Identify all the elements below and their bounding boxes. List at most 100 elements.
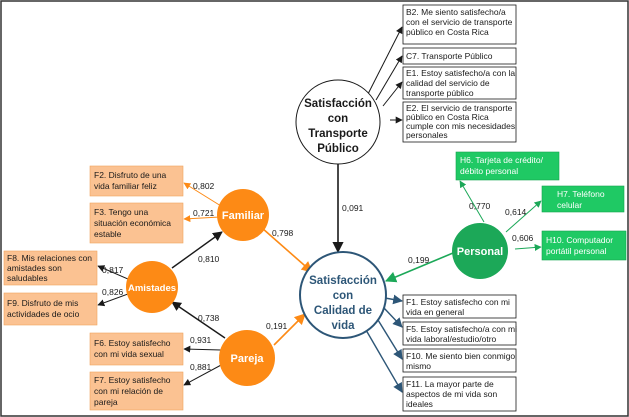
indicator-text: E2. El servicio de transporte [406, 103, 513, 113]
node-pareja: Pareja [219, 330, 275, 386]
svg-text:Satisfacción: Satisfacción [304, 98, 372, 110]
svg-text:personales: personales [406, 130, 448, 140]
svg-text:Amistades: Amistades [128, 283, 176, 294]
indicator-box-f10: F10. Me siento bien conmigo mismo [402, 348, 517, 373]
svg-text:público en Costa Rica: público en Costa Rica [406, 112, 489, 122]
indicator-box-f2: F2. Disfruto de una vida familiar feliz [89, 165, 184, 197]
loading-h7: 0,614 [505, 207, 527, 217]
indicator-box-b2: B2. Me siento satisfecho/a con el servic… [402, 4, 517, 45]
indicator-box-f6: F6. Estoy satisfecho con mi vida sexual [89, 332, 184, 366]
loading-h6: 0,770 [469, 201, 491, 211]
indicator-box-f1: F1. Estoy satisfecho con mi vida en gene… [402, 294, 517, 319]
svg-text:con: con [328, 113, 348, 125]
indicator-text: F3. Tengo una [94, 207, 148, 217]
node-personal: Personal [452, 223, 508, 279]
edge-pareja-amistades [171, 301, 226, 339]
loading-f3: 0,721 [193, 208, 215, 218]
indicator-box-f8: F8. Mis relaciones con amistades son sal… [3, 250, 98, 286]
svg-text:H10. Computador: H10. Computador [546, 235, 613, 245]
svg-text:Transporte: Transporte [308, 128, 367, 140]
edge-calidad-f5 [383, 307, 403, 328]
edge-personal-h6 [459, 180, 485, 223]
svg-text:Satisfacción: Satisfacción [309, 275, 377, 287]
node-label: Satisfacción [309, 275, 377, 287]
svg-text:saludables: saludables [7, 273, 48, 283]
indicator-text: aspectos de mi vida son [406, 389, 497, 399]
familiar-indicators: F2. Disfruto de una vida familiar feliz … [89, 165, 184, 244]
svg-text:vida familiar feliz: vida familiar feliz [94, 181, 157, 191]
indicator-text: saludables [7, 273, 48, 283]
svg-text:F3. Tengo una: F3. Tengo una [94, 207, 148, 217]
svg-text:H6. Tarjeta de crédito/: H6. Tarjeta de crédito/ [460, 155, 544, 165]
edge-calidad-f11 [365, 329, 403, 393]
indicator-box-h7: H7. Teléfono celular [541, 185, 625, 213]
edge-pareja-f6 [183, 345, 222, 353]
node-label: Público [317, 143, 359, 155]
edge-familiar-f3 [183, 215, 221, 223]
svg-text:portátil personal: portátil personal [546, 246, 607, 256]
svg-text:público en Costa Rica: público en Costa Rica [406, 27, 489, 37]
svg-text:con mi vida sexual: con mi vida sexual [94, 349, 164, 359]
node-label: con [328, 113, 348, 125]
indicator-text: F6. Estoy satisfecho [94, 338, 171, 348]
svg-text:ideales: ideales [406, 399, 433, 409]
indicator-text: débito personal [460, 166, 518, 176]
svg-text:vida laboral/estudio/otro: vida laboral/estudio/otro [406, 334, 497, 344]
svg-text:F8. Mis relaciones con: F8. Mis relaciones con [7, 253, 92, 263]
indicator-box-c7: C7. Transporte Público [402, 47, 517, 65]
svg-text:F10. Me siento bien conmigo: F10. Me siento bien conmigo [406, 351, 515, 361]
node-label: Satisfacción [304, 98, 372, 110]
node-calidad: Satisfacción con Calidad de vida [299, 251, 387, 339]
svg-text:F5. Estoy satisfecho/a con mi: F5. Estoy satisfecho/a con mi [406, 324, 517, 334]
svg-text:Personal: Personal [457, 246, 503, 258]
svg-text:E2. El servicio de transporte: E2. El servicio de transporte [406, 103, 513, 113]
indicator-text: situación económica [94, 218, 171, 228]
indicator-text: H6. Tarjeta de crédito/ [460, 155, 544, 165]
indicator-text: F9. Disfruto de mis [7, 298, 78, 308]
edge-transporte-e1 [382, 81, 403, 107]
edge-amistades-f8 [97, 265, 129, 280]
indicator-text: personales [406, 130, 448, 140]
svg-text:C7. Transporte Público: C7. Transporte Público [406, 51, 493, 61]
indicator-box-f7: F7. Estoy satisfecho con mi relación de … [89, 371, 184, 411]
indicator-text: con el servicio de transporte [406, 17, 513, 27]
indicator-text: F8. Mis relaciones con [7, 253, 92, 263]
indicator-text: F7. Estoy satisfecho [94, 375, 171, 385]
indicator-text: amistades son [7, 263, 62, 273]
svg-text:débito personal: débito personal [460, 166, 518, 176]
indicator-box-f5: F5. Estoy satisfecho/a con mi vida labor… [402, 321, 517, 346]
svg-text:con: con [333, 290, 353, 302]
svg-text:Calidad de: Calidad de [314, 305, 372, 317]
svg-text:F2. Disfruto de una: F2. Disfruto de una [94, 170, 167, 180]
svg-text:Pareja: Pareja [230, 353, 264, 365]
edge-transporte-c7 [375, 55, 403, 101]
indicator-text: F10. Me siento bien conmigo [406, 351, 515, 361]
amistades-indicators: F8. Mis relaciones con amistades son sal… [3, 250, 98, 326]
coef-transporte-calidad: 0,091 [342, 203, 364, 213]
coef-pareja-amistades: 0,738 [198, 313, 220, 323]
transporte-indicators: B2. Me siento satisfecho/a con el servic… [402, 4, 517, 143]
indicator-text: celular [557, 200, 582, 210]
indicator-text: vida laboral/estudio/otro [406, 334, 497, 344]
svg-text:F7. Estoy satisfecho: F7. Estoy satisfecho [94, 375, 171, 385]
edge-personal-calidad [384, 252, 454, 283]
edge-transporte-b2 [367, 26, 403, 95]
coef-pareja-calidad: 0,191 [266, 321, 288, 331]
svg-text:mismo: mismo [406, 361, 431, 371]
indicator-text: con mi relación de [94, 386, 163, 396]
indicator-text: ideales [406, 399, 433, 409]
personal-indicators: H6. Tarjeta de crédito/ débito personal … [455, 151, 627, 261]
indicator-box-h10: H10. Computador portátil personal [541, 230, 627, 261]
svg-text:aspectos de mi vida son: aspectos de mi vida son [406, 389, 497, 399]
coefficients: 0,091 0,798 0,810 0,738 0,191 0,199 0,80… [102, 181, 534, 372]
loading-f6: 0,931 [190, 335, 212, 345]
svg-text:F9. Disfruto de mis: F9. Disfruto de mis [7, 298, 78, 308]
svg-text:F1. Estoy satisfecho con mi: F1. Estoy satisfecho con mi [406, 297, 510, 307]
node-label: Pareja [230, 353, 264, 365]
node-label: Familiar [222, 210, 265, 222]
indicator-text: F2. Disfruto de una [94, 170, 167, 180]
svg-text:F6. Estoy satisfecho: F6. Estoy satisfecho [94, 338, 171, 348]
indicator-text: con mi vida sexual [94, 349, 164, 359]
edge-calidad-f10 [377, 319, 403, 360]
